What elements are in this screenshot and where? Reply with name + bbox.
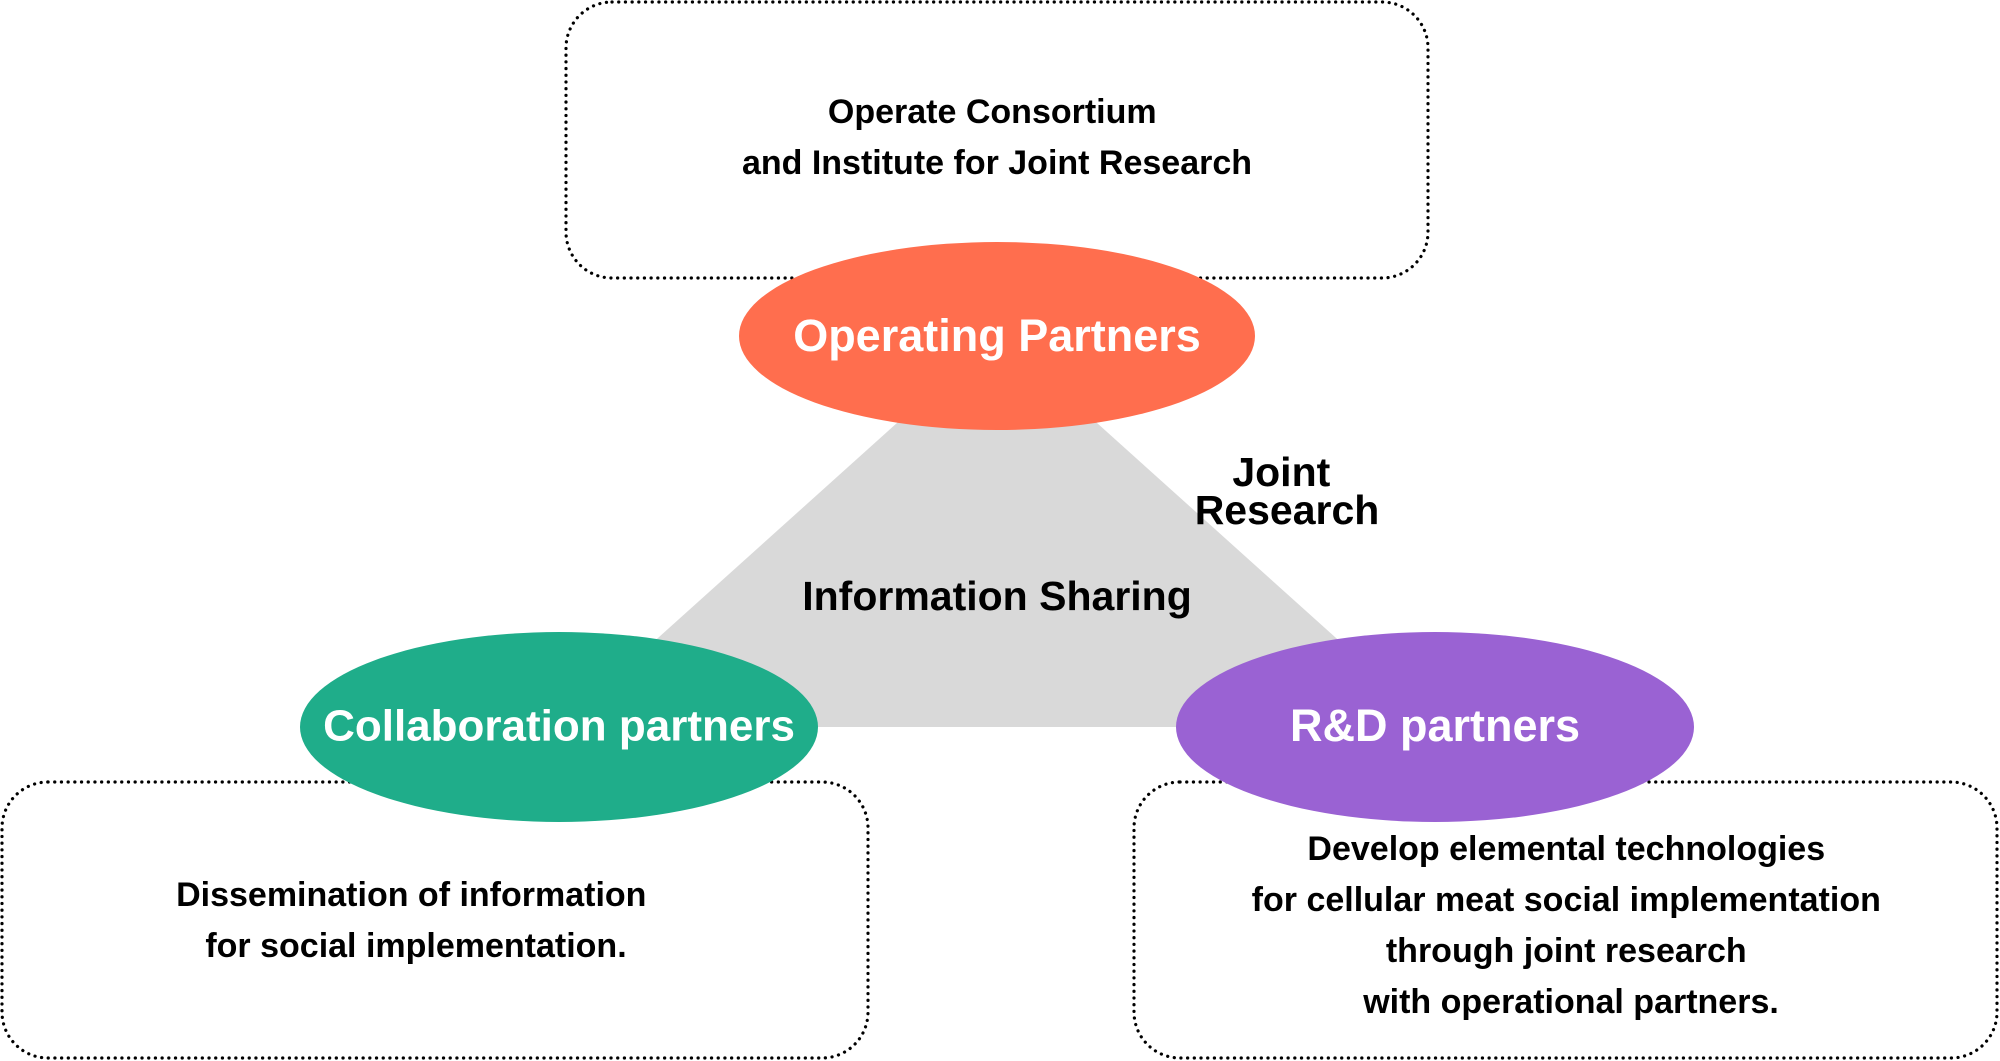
- rnd-description-line: through joint research: [1386, 932, 1747, 970]
- operating-description-line: Operate Consortium: [828, 93, 1157, 131]
- rnd-description-line: with operational partners.: [1362, 983, 1779, 1021]
- rnd-description-line: Develop elemental technologies: [1307, 830, 1825, 868]
- collaboration-description: Dissemination of information for social …: [176, 876, 656, 965]
- collaboration-description-box: [0, 780, 870, 1060]
- collaboration-description-line: Dissemination of information: [176, 876, 646, 914]
- rnd-description: Develop elemental technologies for cellu…: [1252, 830, 1891, 1021]
- rnd-partners-label: R&D partners: [1290, 700, 1580, 751]
- joint-research-line: Joint: [1232, 449, 1330, 495]
- collaboration-partners-ellipse: [300, 632, 818, 822]
- operating-partners-ellipse: [739, 242, 1255, 430]
- rnd-description-line: for cellular meat social implementation: [1252, 881, 1881, 919]
- joint-research-line: Research: [1195, 487, 1380, 533]
- collaboration-partners-label: Collaboration partners: [323, 702, 795, 751]
- operating-description-box: [564, 0, 1430, 280]
- operating-description: Operate Consortium and Institute for Joi…: [742, 93, 1252, 182]
- information-sharing-label: Information Sharing: [802, 573, 1192, 619]
- collaboration-description-line: for social implementation.: [205, 927, 626, 965]
- information-sharing-triangle: [559, 333, 1435, 727]
- operating-description-line: and Institute for Joint Research: [742, 144, 1252, 182]
- joint-research-label: Joint Research: [1195, 449, 1380, 533]
- operating-partners-label: Operating Partners: [793, 310, 1201, 361]
- rnd-partners-node: R&D partners: [1176, 632, 1694, 822]
- rnd-partners-ellipse: [1176, 632, 1694, 822]
- operating-partners-node: Operating Partners: [739, 242, 1255, 430]
- collaboration-partners-node: Collaboration partners: [300, 632, 818, 822]
